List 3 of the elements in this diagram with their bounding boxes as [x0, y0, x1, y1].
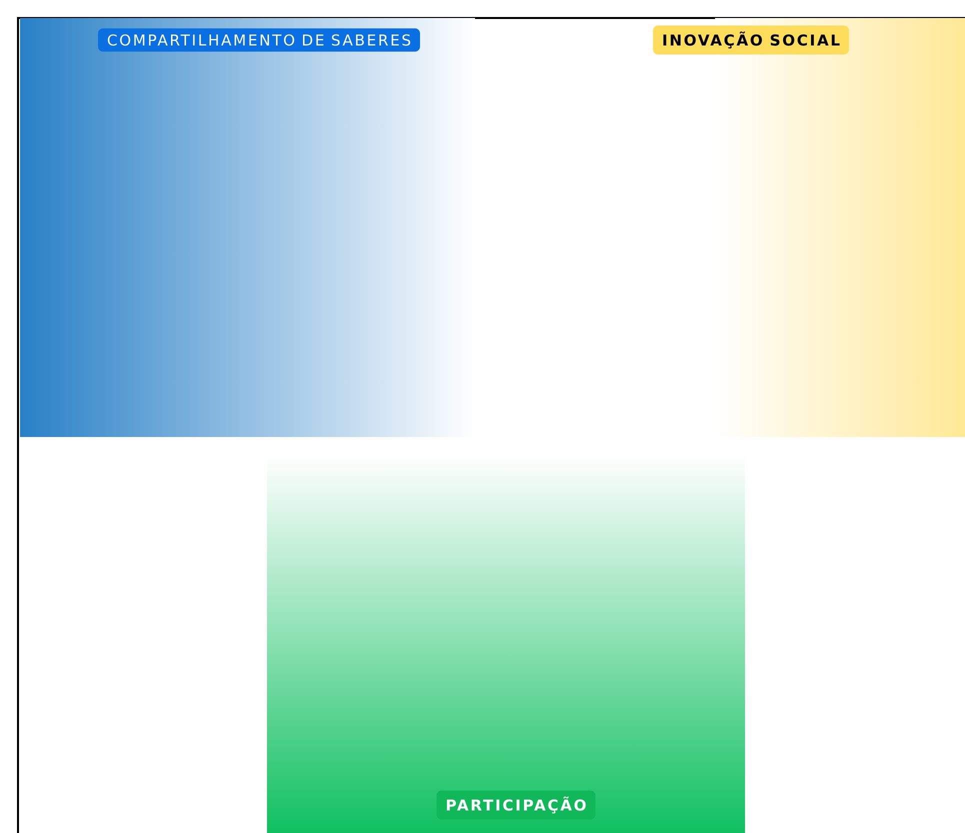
label-pill: COMPARTILHAMENTO DE SABERES — [98, 28, 420, 52]
label-pill: PARTICIPAÇÃO — [436, 790, 596, 820]
label-pill: INOVAÇÃO SOCIAL — [653, 26, 849, 54]
